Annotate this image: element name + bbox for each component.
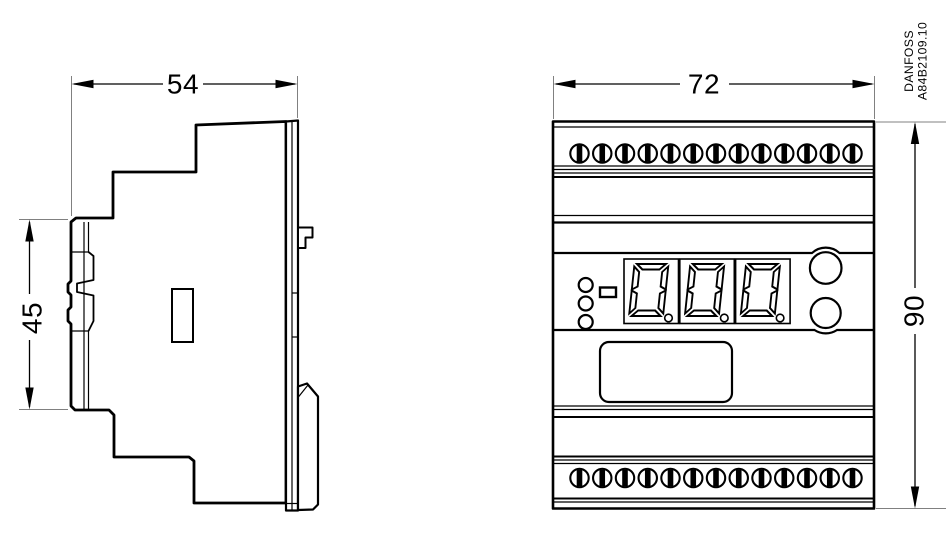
dimension-arrow-icon [25,219,34,242]
led-indicator-icon [577,313,594,331]
terminal-screw-icon [705,143,727,164]
dimension-90: 90 [876,121,946,509]
dimension-label-72: 72 [688,69,720,100]
drawing-number-text: A84B2109.10 [916,22,930,100]
dimension-54: 54 [71,69,298,216]
terminal-screw-icon [569,143,590,164]
terminal-screw-icon [751,143,772,164]
terminal-screw-icon [751,467,772,489]
brand-name-text: DANFOSS [902,30,916,92]
dimension-label-54: 54 [167,69,199,100]
terminal-screw-icon [796,467,818,489]
terminal-screw-icon [682,143,704,164]
dimension-arrow-icon [553,79,576,89]
terminal-screw-icon [637,467,659,489]
terminal-screw-icon [773,143,795,164]
terminal-screw-icon [637,143,659,164]
din-clip-claw [76,251,95,332]
dimension-label-45: 45 [17,302,48,334]
dimension-arrow-icon [910,122,920,144]
din-clip-detail [71,222,95,410]
terminal-screw-icon [660,143,681,164]
din-latch-notch [297,384,309,398]
terminal-screw-icon [569,467,590,489]
dimension-arrow-icon [25,387,34,410]
terminal-screw-icon [842,143,863,164]
terminal-screw-icon [728,143,750,164]
display-band-bottom-line [554,328,873,335]
terminal-screw-icon [819,143,841,164]
upper-button [808,251,843,285]
terminal-screw-icon [660,467,681,489]
dimension-arrow-icon [275,79,298,89]
terminal-screw-icon [819,467,841,489]
label-window [598,340,734,404]
dimension-72: 72 [553,69,875,119]
seven-segment-digit [678,258,736,325]
seven-segment-digit [734,258,792,325]
dimension-arrow-icon [910,486,920,509]
din-latch [296,382,320,512]
dimension-annotations: 54 45 72 90 [17,69,946,509]
dimension-label-90: 90 [899,295,930,327]
program-socket [598,286,618,299]
terminal-screw-icon [682,467,704,489]
brand-block: DANFOSS A84B2109.10 [902,22,930,100]
front-view [551,120,876,510]
terminal-screw-icon [728,467,750,489]
seven-segment-display [623,258,792,325]
dimension-arrow-icon [71,79,94,89]
lower-button [809,296,842,330]
terminal-screw-icon [773,467,795,489]
display-band-top-line [554,246,873,255]
led-indicator-icon [577,295,594,312]
side-view [66,119,320,512]
terminal-screw-icon [614,143,636,164]
seven-segment-digit [623,258,680,325]
led-column [577,276,594,331]
panel-lines [554,126,873,503]
terminal-screw-icon [796,143,818,164]
dimension-arrow-icon [852,79,875,89]
terminal-screw-icon [705,467,727,489]
terminal-screw-icon [614,467,636,489]
vent-slot [171,288,194,343]
terminal-screw-icon [591,143,613,164]
mounting-hook [297,226,314,249]
panel-ticks [286,292,298,505]
dimension-45: 45 [17,219,68,410]
terminal-screw-icon [591,467,613,489]
terminal-screw-icon [842,467,863,489]
led-indicator-icon [577,276,594,294]
